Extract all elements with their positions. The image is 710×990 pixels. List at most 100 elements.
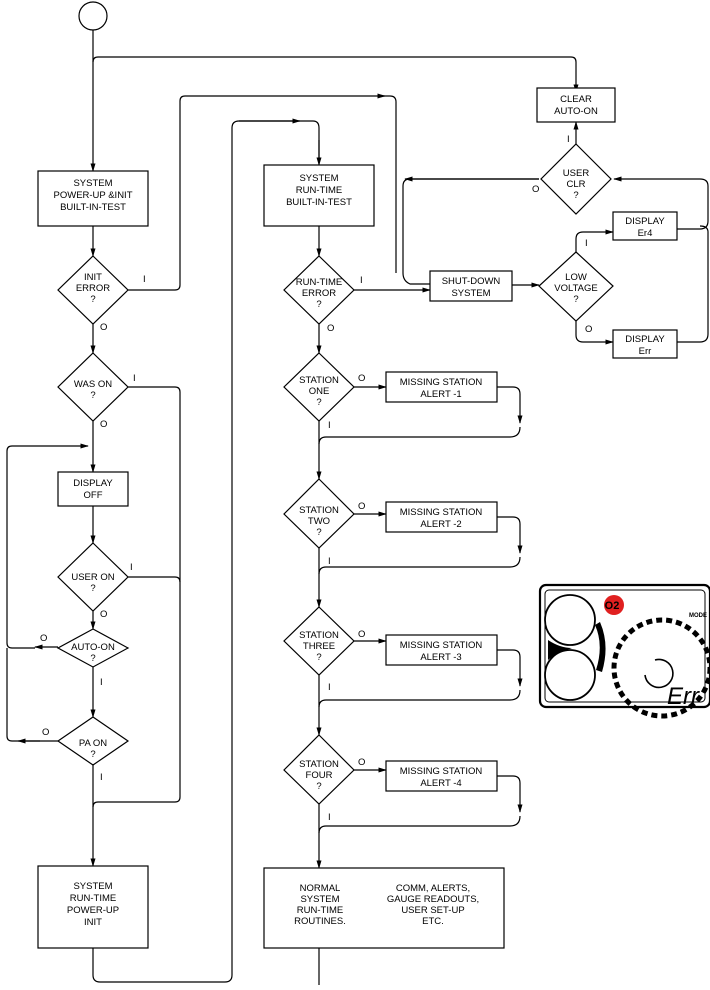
gauge-display: O2 MODE Err bbox=[538, 583, 710, 719]
svg-text:GAUGE READOUTS,: GAUGE READOUTS, bbox=[387, 894, 479, 905]
branch-no-label: O bbox=[42, 727, 49, 738]
label-line: ALERT -1 bbox=[420, 389, 461, 400]
label-line: USER ON bbox=[71, 572, 114, 583]
svg-text:INIT: INIT bbox=[84, 917, 102, 928]
label-line: ETC. bbox=[422, 916, 444, 927]
label-line: MISSING STATION bbox=[400, 377, 483, 388]
svg-text:STATION: STATION bbox=[299, 759, 339, 770]
svg-text:PA ON: PA ON bbox=[79, 738, 107, 749]
svg-text:?: ? bbox=[316, 527, 321, 538]
start-terminal bbox=[78, 1, 108, 31]
label-line: ? bbox=[316, 652, 321, 663]
svg-text:RUN-TIME: RUN-TIME bbox=[297, 905, 343, 916]
svg-text:NORMAL: NORMAL bbox=[300, 883, 341, 894]
svg-text:SYSTEM: SYSTEM bbox=[299, 173, 338, 184]
decision-runtime-error: RUN-TIME ERROR ? bbox=[283, 255, 355, 325]
svg-text:RUN-TIME: RUN-TIME bbox=[70, 893, 116, 904]
svg-text:AUTO-ON: AUTO-ON bbox=[71, 642, 115, 653]
label-line: SYSTEM bbox=[300, 894, 339, 905]
svg-text:FOUR: FOUR bbox=[306, 770, 333, 781]
label-line: USER SET-UP bbox=[401, 905, 464, 916]
connectors bbox=[6, 30, 709, 985]
label-line: LOW bbox=[565, 272, 587, 283]
label-line: STATION bbox=[299, 505, 339, 516]
decision-user-clr: USER CLR ? bbox=[540, 143, 612, 215]
box-clear-auto-on: CLEAR AUTO-ON bbox=[536, 87, 616, 123]
label-line: ALERT -2 bbox=[420, 519, 461, 530]
label-line: MISSING STATION bbox=[400, 640, 483, 651]
branch-yes-label: I bbox=[130, 562, 133, 573]
label-line: DISPLAY bbox=[625, 334, 665, 345]
svg-text:BUILT-IN-TEST: BUILT-IN-TEST bbox=[60, 202, 126, 213]
svg-text:?: ? bbox=[90, 749, 95, 760]
label-line: RUN-TIME bbox=[296, 185, 342, 196]
o2-label: O2 bbox=[605, 600, 620, 612]
svg-text:ONE: ONE bbox=[309, 386, 330, 397]
decision-station-one: STATION ONE ? bbox=[283, 352, 355, 422]
branch-yes-label: I bbox=[328, 556, 331, 567]
decision-station-two: STATION TWO ? bbox=[283, 478, 355, 549]
label-line: USER bbox=[563, 168, 590, 179]
svg-text:TWO: TWO bbox=[308, 516, 330, 527]
box-power-up: SYSTEM POWER-UP &INIT BUILT-IN-TEST bbox=[37, 170, 149, 227]
branch-yes-label: I bbox=[567, 134, 570, 145]
box-missing-station-1: MISSING STATION ALERT -1 bbox=[385, 371, 498, 403]
decision-init-error: INIT ERROR ? bbox=[57, 255, 129, 325]
box-missing-station-2: MISSING STATION ALERT -2 bbox=[385, 501, 498, 533]
label-line: INIT bbox=[84, 917, 102, 928]
label-line: ERROR bbox=[76, 283, 110, 294]
svg-text:ALERT -2: ALERT -2 bbox=[420, 519, 461, 530]
label-line: BUILT-IN-TEST bbox=[60, 202, 126, 213]
label-line: RUN-TIME bbox=[70, 893, 116, 904]
svg-text:MISSING STATION: MISSING STATION bbox=[400, 507, 483, 518]
branch-no-label: O bbox=[358, 373, 365, 384]
label-line: TWO bbox=[308, 516, 330, 527]
decision-station-four: STATION FOUR ? bbox=[283, 734, 355, 805]
label-line: STATION bbox=[299, 759, 339, 770]
branch-yes-label: I bbox=[328, 682, 331, 693]
o2-badge bbox=[604, 595, 624, 615]
svg-text:?: ? bbox=[573, 294, 578, 305]
svg-text:CLEAR: CLEAR bbox=[560, 94, 592, 105]
label-line: SYSTEM bbox=[451, 288, 490, 299]
svg-text:COMM, ALERTS,: COMM, ALERTS, bbox=[396, 883, 470, 894]
branch-no-label: O bbox=[40, 633, 47, 644]
decision-auto-on: AUTO-ON ? bbox=[56, 628, 130, 668]
label-line: POWER-UP bbox=[67, 905, 119, 916]
label-line: ? bbox=[90, 390, 95, 401]
label-line: POWER-UP &INIT bbox=[54, 190, 133, 201]
decision-pa-on: PA ON ? bbox=[56, 716, 130, 766]
branch-no-label: O bbox=[100, 609, 107, 620]
svg-text:RUN-TIME: RUN-TIME bbox=[296, 277, 342, 288]
label-line: PA ON bbox=[79, 738, 107, 749]
branch-no-label: O bbox=[585, 324, 592, 335]
branch-yes-label: I bbox=[100, 677, 103, 688]
branch-no-label: O bbox=[327, 323, 334, 334]
svg-text:SYSTEM: SYSTEM bbox=[73, 881, 112, 892]
svg-text:?: ? bbox=[316, 652, 321, 663]
svg-text:MISSING STATION: MISSING STATION bbox=[400, 640, 483, 651]
branch-no-label: O bbox=[100, 419, 107, 430]
box-normal-routines: NORMAL SYSTEM RUN-TIME ROUTINES. COMM, A… bbox=[263, 867, 505, 949]
label-line: DISPLAY bbox=[73, 478, 113, 489]
svg-text:SYSTEM: SYSTEM bbox=[300, 894, 339, 905]
svg-text:DISPLAY: DISPLAY bbox=[73, 478, 113, 489]
branch-yes-label: I bbox=[143, 274, 146, 285]
label-line: ? bbox=[316, 781, 321, 792]
svg-text:?: ? bbox=[90, 390, 95, 401]
label-line: ? bbox=[90, 749, 95, 760]
branch-yes-label: I bbox=[100, 772, 103, 783]
decision-low-voltage: LOW VOLTAGE ? bbox=[538, 251, 614, 322]
label-line: OFF bbox=[84, 490, 103, 501]
label-line: ? bbox=[90, 294, 95, 305]
label-line: WAS ON bbox=[74, 379, 112, 390]
label-line: FOUR bbox=[306, 770, 333, 781]
label-line: Er4 bbox=[638, 228, 653, 239]
label-line: GAUGE READOUTS, bbox=[387, 894, 479, 905]
label-line: ? bbox=[90, 583, 95, 594]
branch-no-label: O bbox=[532, 184, 539, 195]
label-line: ? bbox=[90, 653, 95, 664]
svg-text:DISPLAY: DISPLAY bbox=[625, 334, 665, 345]
label-line: CLR bbox=[566, 179, 585, 190]
label-line: ALERT -4 bbox=[420, 778, 461, 789]
